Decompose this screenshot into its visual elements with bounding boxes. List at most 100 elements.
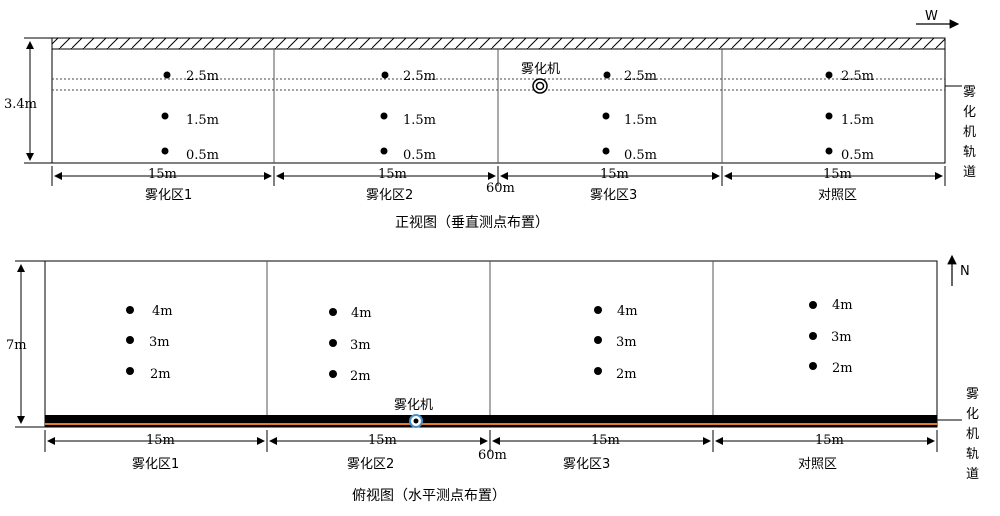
measure-point-dot [809, 301, 817, 309]
top-zone-2-length: 15m [368, 433, 397, 448]
measure-point-dot [126, 306, 134, 314]
measure-point-label: 1.5m [403, 113, 436, 128]
measure-point-label: 0.5m [403, 148, 436, 163]
top-zone-3-name: 雾化区3 [563, 457, 610, 472]
top-zone-3-length: 15m [591, 433, 620, 448]
measure-point-label: 2.5m [403, 69, 436, 84]
front-height-label: 3.4m [4, 97, 37, 112]
measure-point-label: 2m [150, 367, 171, 382]
measure-point-label: 3m [350, 338, 371, 353]
top-zone-4-length: 15m [815, 433, 844, 448]
measure-point-label: 1.5m [624, 113, 657, 128]
measure-point-dot [602, 147, 610, 155]
front-zone-2-name: 雾化区2 [366, 188, 413, 203]
measure-point-dot [329, 370, 337, 378]
measure-point-dot [329, 308, 337, 316]
front-view: 3.4m W 雾化机 2.5m 1.5m 0.5m 2.5m 1.5m 0.5m [4, 9, 976, 231]
front-zone-3-length: 15m [600, 167, 629, 182]
top-track-rail-bottom [45, 425, 937, 427]
svg-text:机: 机 [963, 125, 976, 140]
top-zone-2-points: 4m 3m 2m [329, 306, 372, 384]
svg-text:雾: 雾 [966, 387, 979, 402]
front-zone-4-name: 对照区 [818, 188, 857, 203]
top-zone-1-length: 15m [146, 433, 175, 448]
front-zone-3-points: 2.5m 1.5m 0.5m [602, 69, 657, 163]
measure-point-label: 2.5m [186, 69, 219, 84]
measure-point-dot [161, 147, 169, 155]
front-sprayer-icon-inner [535, 81, 545, 91]
svg-text:道: 道 [966, 467, 979, 482]
front-zone-1-points: 2.5m 1.5m 0.5m [161, 69, 219, 163]
front-zone-3-name: 雾化区3 [590, 188, 637, 203]
measure-point-dot [126, 336, 134, 344]
measure-point-label: 0.5m [186, 148, 219, 163]
top-view: 7m N 雾化机 4m 3m 2m 4m 3m 2m 4m [6, 254, 979, 504]
measure-point-label: 1.5m [841, 113, 874, 128]
top-compass-label: N [960, 264, 970, 279]
measure-point-dot [825, 147, 833, 155]
top-zone-4-name: 对照区 [798, 457, 837, 472]
front-zone-2-points: 2.5m 1.5m 0.5m [380, 69, 436, 163]
top-view-title: 俯视图（水平测点布置） [352, 488, 506, 504]
measure-point-label: 2m [350, 369, 371, 384]
front-view-title: 正视图（垂直测点布置） [395, 214, 549, 231]
measure-point-dot [380, 112, 388, 120]
top-zone-3-points: 4m 3m 2m [594, 304, 638, 382]
front-compass-label: W [925, 9, 938, 24]
front-total-length: 60m [486, 181, 515, 196]
measure-point-dot [594, 367, 602, 375]
top-zone-1-name: 雾化区1 [132, 457, 179, 472]
measure-point-label: 0.5m [624, 148, 657, 163]
top-sprayer-icon-inner [413, 418, 419, 424]
top-zone-4-points: 4m 3m 2m [809, 298, 853, 376]
measure-point-label: 1.5m [186, 113, 219, 128]
top-width-label: 7m [6, 338, 27, 353]
measure-point-label: 2m [616, 367, 637, 382]
measure-point-dot [161, 112, 169, 120]
front-zone-4-length: 15m [823, 167, 852, 182]
measure-point-dot [809, 332, 817, 340]
front-zone-2-length: 15m [378, 167, 407, 182]
top-track-label: 雾 化 机 轨 道 [966, 387, 979, 482]
top-track-rail-orange [45, 423, 937, 425]
svg-text:机: 机 [966, 427, 979, 442]
measure-point-label: 4m [351, 306, 372, 321]
top-zone-2-name: 雾化区2 [347, 457, 394, 472]
measure-point-label: 2.5m [841, 69, 874, 84]
top-track-rail [45, 415, 937, 423]
measure-point-dot [809, 362, 817, 370]
measure-point-label: 4m [617, 304, 638, 319]
measure-point-label: 3m [616, 335, 637, 350]
measure-point-dot [163, 71, 171, 79]
top-zone-1-points: 4m 3m 2m [126, 304, 173, 382]
measure-point-dot [825, 71, 833, 79]
measure-point-dot [602, 112, 610, 120]
front-zone-1-length: 15m [148, 167, 177, 182]
measure-point-label: 3m [149, 335, 170, 350]
svg-text:化: 化 [963, 105, 976, 120]
measure-point-dot [380, 147, 388, 155]
top-view-box [44, 260, 938, 428]
measure-point-dot [381, 71, 389, 79]
measure-point-label: 4m [832, 298, 853, 313]
front-zone-4-points: 2.5m 1.5m 0.5m [825, 69, 874, 163]
svg-text:轨: 轨 [966, 447, 979, 462]
top-sprayer-label: 雾化机 [394, 398, 433, 413]
front-track-label: 雾 化 机 轨 道 [963, 85, 976, 180]
measure-point-dot [825, 112, 833, 120]
measure-point-dot [603, 71, 611, 79]
svg-text:化: 化 [966, 407, 979, 422]
measure-point-label: 2m [832, 361, 853, 376]
front-zone-1-name: 雾化区1 [145, 188, 192, 203]
measure-point-dot [594, 306, 602, 314]
svg-text:雾: 雾 [963, 85, 976, 100]
measure-point-label: 4m [152, 304, 173, 319]
svg-text:道: 道 [963, 165, 976, 180]
top-total-length: 60m [478, 448, 507, 463]
measure-point-label: 0.5m [841, 148, 874, 163]
measure-point-dot [126, 367, 134, 375]
measure-point-dot [329, 339, 337, 347]
svg-text:轨: 轨 [963, 145, 976, 160]
measure-point-dot [594, 336, 602, 344]
